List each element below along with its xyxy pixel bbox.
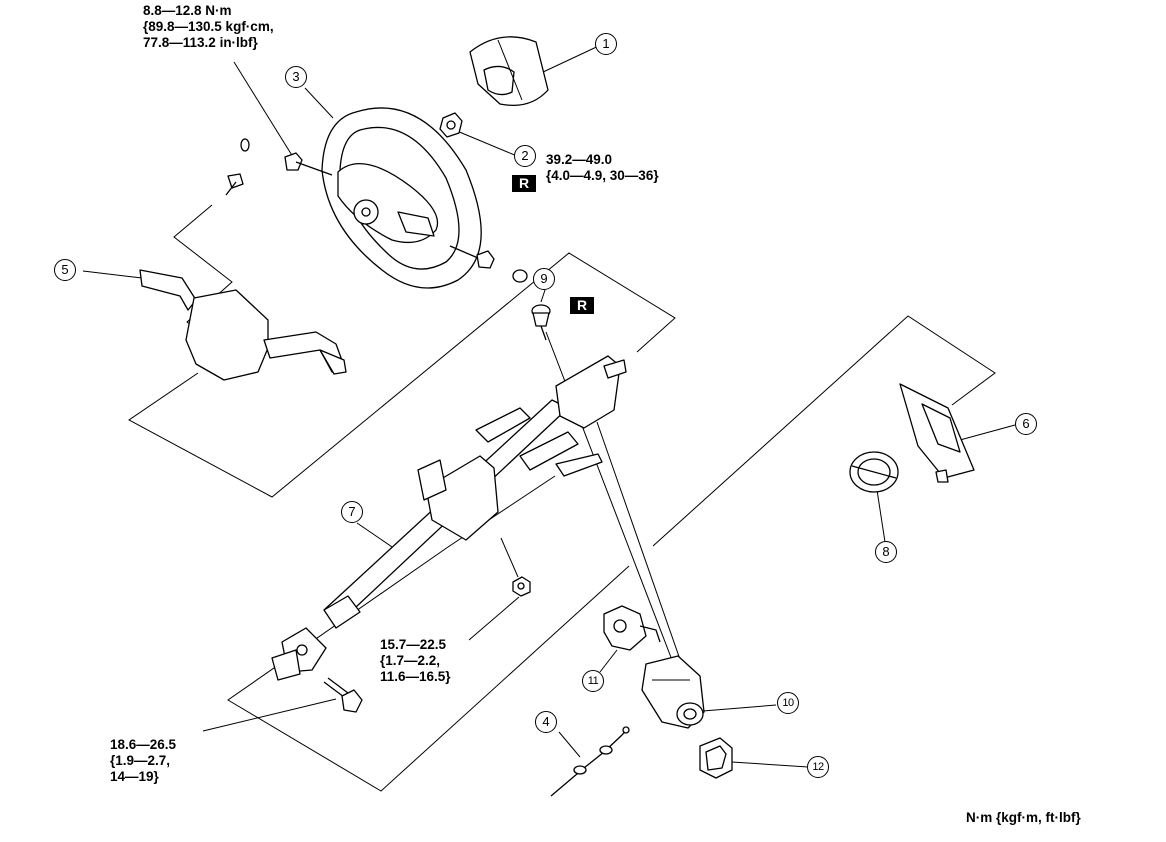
- callout-1: 1: [595, 33, 617, 55]
- torque-spec-steering-wheel-bolt: 8.8—12.8 N·m {89.8—130.5 kgf·cm, 77.8—11…: [143, 3, 274, 51]
- torque-line: 11.6—16.5}: [380, 669, 451, 684]
- cable: [550, 726, 630, 797]
- bushing-ring: [849, 451, 899, 493]
- callout-2: 2: [514, 145, 536, 167]
- torque-line: {1.9—2.7,: [110, 753, 171, 768]
- steering-lock: [641, 655, 705, 729]
- lock-nut: [439, 112, 463, 138]
- replace-bolt: [531, 304, 551, 341]
- steering-wheel: [321, 107, 482, 289]
- callout-11: 11: [582, 670, 604, 692]
- torque-line: 15.7—22.5: [380, 637, 447, 652]
- torque-spec-steering-wheel-nut: 39.2—49.0 {4.0—4.9, 30—36}: [546, 152, 659, 184]
- callout-5: 5: [54, 259, 76, 281]
- callout-4: 4: [535, 711, 557, 733]
- steering-column: [271, 355, 627, 681]
- torque-line: {4.0—4.9, 30—36}: [546, 168, 659, 183]
- callout-12: 12: [807, 756, 829, 778]
- callout-8: 8: [875, 541, 897, 563]
- torque-line: {1.7—2.2,: [380, 653, 441, 668]
- torque-spec-joint-bolt: 18.6—26.5 {1.9—2.7, 14—19}: [110, 737, 176, 785]
- leader-lines: [82, 42, 1016, 768]
- replace-mark-nut: R: [512, 175, 536, 192]
- torque-spec-column-nut: 15.7—22.5 {1.7—2.2, 11.6—16.5}: [380, 637, 451, 685]
- replace-mark-bolt: R: [570, 297, 594, 314]
- key-cylinder: [699, 737, 733, 779]
- callout-3: 3: [285, 66, 307, 88]
- torque-line: {89.8—130.5 kgf·cm,: [143, 19, 274, 34]
- combination-switch: [139, 269, 347, 381]
- callout-10: 10: [777, 692, 799, 714]
- column-nut: [512, 576, 531, 597]
- torque-line: 8.8—12.8 N·m: [143, 3, 232, 18]
- torque-line: 77.8—113.2 in·lbf}: [143, 35, 258, 50]
- torque-line: 39.2—49.0: [546, 152, 613, 167]
- steering-wheel-cover: [469, 36, 549, 107]
- callout-6: 6: [1015, 413, 1037, 435]
- joint-bolt: [323, 677, 363, 713]
- units-note: N·m {kgf·m, ft·lbf}: [966, 810, 1081, 825]
- torque-line: 18.6—26.5: [110, 737, 177, 752]
- column-cover: [899, 383, 975, 483]
- torque-line: 14—19}: [110, 769, 159, 784]
- callout-9: 9: [533, 268, 555, 290]
- screws: [225, 138, 528, 283]
- ignition-switch: [603, 605, 661, 651]
- callout-7: 7: [341, 501, 363, 523]
